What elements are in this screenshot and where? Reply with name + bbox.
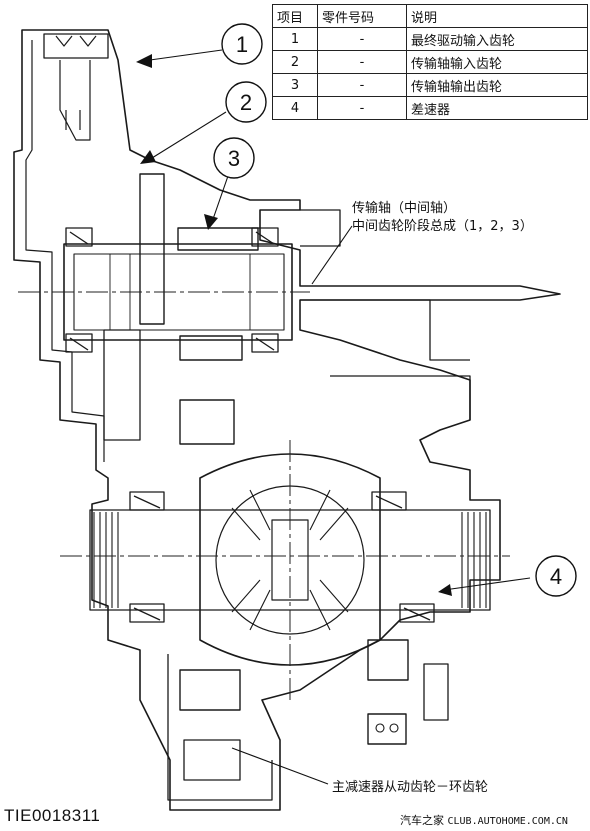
row-item: 3 (272, 73, 318, 97)
sensor-connector (367, 713, 407, 745)
shaft-label-line1: 传输轴（中间轴） (352, 201, 457, 216)
arrow-1 (136, 54, 152, 68)
row-part-number: - (317, 50, 407, 74)
input-gear-detail (55, 35, 97, 47)
callout-3-label: 3 (228, 146, 240, 171)
side-connector (423, 663, 449, 721)
leader-ring-gear (231, 747, 329, 785)
connector-pin-left (375, 723, 385, 733)
transfer-gear-lower (103, 329, 141, 441)
parts-table-header: 项目 零件号码 说明 (272, 4, 588, 28)
housing-inner-line (25, 40, 105, 462)
row-description: 差速器 (406, 96, 588, 120)
callout-4-circle (535, 555, 577, 597)
row-description: 传输轴输出齿轮 (406, 73, 588, 97)
intermediate-bearings (65, 227, 279, 353)
leader-1 (149, 49, 223, 61)
watermark-site: 汽车之家 (400, 814, 444, 827)
row-part-number: - (317, 73, 407, 97)
pinion-block (179, 399, 235, 445)
row-item: 4 (272, 96, 318, 120)
callout-3-circle (213, 137, 255, 179)
sensor-body (367, 639, 409, 681)
callout-1-label: 1 (236, 32, 248, 57)
callout-2-circle (225, 81, 267, 123)
header-description: 说明 (406, 4, 588, 28)
figure-code: TIE0018311 (4, 806, 101, 825)
leader-3 (211, 175, 229, 223)
callout-4-label: 4 (550, 564, 562, 589)
arrow-3 (204, 214, 218, 230)
ring-gear-body (179, 669, 241, 711)
row-part-number: - (317, 96, 407, 120)
row-item: 2 (272, 50, 318, 74)
leader-4 (443, 577, 531, 591)
input-gear-stem (65, 110, 81, 130)
watermark: 汽车之家 CLUB.AUTOHOME.COM.CN (400, 812, 568, 828)
housing-fins (300, 209, 471, 420)
intermediate-gear-upper (139, 173, 165, 325)
table-row: 2 - 传输轴输入齿轮 (272, 50, 588, 74)
row-part-number: - (317, 27, 407, 51)
connector-pin-right (389, 723, 399, 733)
final-drive-input-gear-shape (43, 33, 109, 59)
table-row: 1 - 最终驱动输入齿轮 (272, 27, 588, 51)
parts-table: 项目 零件号码 说明 1 - 最终驱动输入齿轮 2 - 传输轴输入齿轮 3 - … (272, 4, 588, 120)
leader-shaft (311, 225, 353, 285)
callout-1-circle (221, 23, 263, 65)
lower-housing-wall (167, 654, 273, 801)
axle-seals (93, 512, 487, 608)
differential-bearings (129, 491, 435, 623)
callout-2-label: 2 (240, 90, 252, 115)
row-description: 传输轴输入齿轮 (406, 50, 588, 74)
table-row: 4 - 差速器 (272, 96, 588, 120)
arrow-2 (140, 150, 156, 164)
header-part-number: 零件号码 (317, 4, 407, 28)
ring-gear-label: 主减速器从动齿轮－环齿轮 (332, 780, 489, 795)
row-item: 1 (272, 27, 318, 51)
shaft-output-gear-bottom (179, 335, 243, 361)
shaft-label-line2: 中间齿轮阶段总成（1，2，3） (352, 219, 533, 234)
arrow-4 (438, 584, 452, 596)
ring-gear-foot (183, 739, 241, 781)
housing-outline (13, 29, 561, 811)
leader-2 (151, 111, 227, 159)
watermark-url: CLUB.AUTOHOME.COM.CN (447, 816, 568, 827)
table-row: 3 - 传输轴输出齿轮 (272, 73, 588, 97)
input-gear-spline (59, 60, 91, 141)
shaft-output-gear-top (177, 227, 259, 251)
row-description: 最终驱动输入齿轮 (406, 27, 588, 51)
header-item: 项目 (272, 4, 318, 28)
